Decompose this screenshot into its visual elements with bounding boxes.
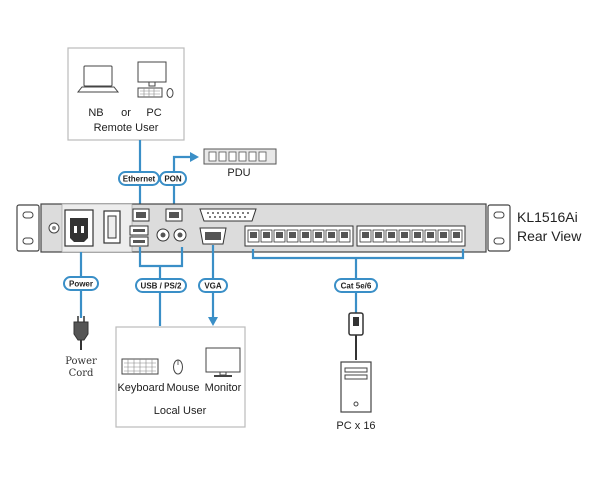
cat-port-jack [388, 232, 395, 238]
power-switch-icon [103, 210, 121, 244]
cat-bracket [251, 249, 465, 260]
right-rack-ear [487, 204, 511, 252]
cat-label: Cat 5e/6 [341, 282, 372, 291]
pc-label: PC [146, 107, 161, 119]
cat-port-jack [401, 232, 408, 238]
ethernet-port-icon [132, 208, 150, 222]
cat-port-jack [362, 232, 369, 238]
monitor-label: Monitor [205, 382, 242, 394]
serial-port-icon [199, 208, 257, 222]
pc-tower-icon [340, 361, 372, 413]
usb-ps2-pill [135, 278, 187, 293]
power-label: Power [69, 280, 93, 289]
cat-port-jack [276, 232, 283, 238]
power-cord-line2: Cord [69, 368, 94, 379]
pc-count-label: PC x 16 [336, 420, 375, 432]
pon-arrow-icon [190, 152, 199, 162]
pon-wire [172, 155, 192, 209]
pon-label: PON [164, 175, 182, 184]
desktop-pc-icon [137, 61, 174, 98]
local-user-caption: Local User [154, 405, 207, 417]
vga-port-icon [199, 227, 227, 245]
cat-port-jack [427, 232, 434, 238]
cat-port-jack [250, 232, 257, 238]
cat-port-jack [440, 232, 447, 238]
cat-port-jack [375, 232, 382, 238]
cat-port-jack [453, 232, 460, 238]
power-socket-icon [64, 209, 94, 247]
ethernet-label: Ethernet [123, 175, 156, 184]
or-label: or [121, 107, 131, 119]
nb-label: NB [88, 107, 103, 119]
kvm-rear-panel [16, 203, 511, 253]
cat-ports-icon [244, 225, 466, 247]
cat-pill [334, 278, 378, 293]
view-label: Rear View [517, 228, 582, 244]
cat-port-jack [328, 232, 335, 238]
cat-port-jack [289, 232, 296, 238]
mouse-icon [173, 359, 183, 375]
cat-port-jack [341, 232, 348, 238]
power-cord-line1: Power [65, 356, 97, 367]
pon-pill [159, 171, 187, 186]
usb-ports-icon [129, 225, 149, 247]
cat-port-jack [263, 232, 270, 238]
pdu-label: PDU [227, 167, 250, 179]
pon-port-icon [165, 208, 183, 222]
vga-arrow-icon [208, 317, 218, 326]
left-rack-ear [16, 204, 40, 252]
power-pill [63, 276, 99, 291]
keyboard-label: Keyboard [117, 382, 164, 394]
cat-port-jack [315, 232, 322, 238]
cat-port-jack [302, 232, 309, 238]
rj45-plug-icon [348, 312, 364, 360]
power-plug-icon [73, 316, 89, 350]
cat-port-jack [414, 232, 421, 238]
usb-ps2-label: USB / PS/2 [141, 282, 182, 291]
keyboard-icon [121, 358, 159, 375]
remote-user-caption: Remote User [94, 122, 159, 134]
model-label: KL1516Ai [517, 209, 578, 225]
laptop-icon [76, 65, 120, 93]
mouse-label: Mouse [166, 382, 199, 394]
monitor-icon [205, 347, 241, 377]
vga-pill [198, 278, 228, 293]
pdu-icon [203, 148, 277, 165]
ps2-ports-icon [156, 228, 187, 242]
vga-label: VGA [204, 282, 222, 291]
